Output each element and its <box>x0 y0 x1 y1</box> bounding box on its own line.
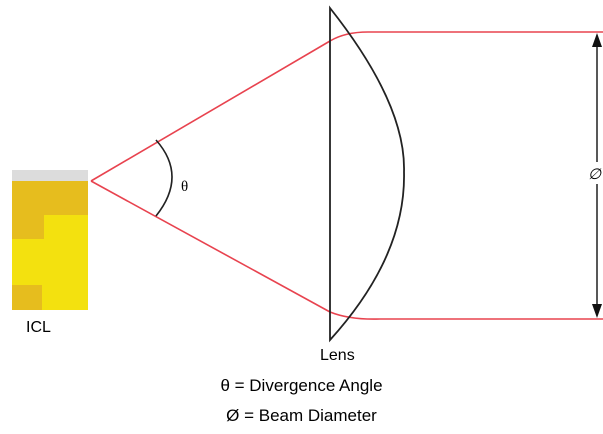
diameter-symbol-bg <box>586 162 603 184</box>
collimated-lower-ray <box>329 311 603 320</box>
collimated-upper-ray <box>329 31 603 42</box>
diverging-beam <box>90 40 331 313</box>
lens-label: Lens <box>320 347 355 364</box>
icl-shade-left <box>12 215 44 239</box>
collimated-beam <box>329 31 603 320</box>
beam-upper-ray <box>90 40 331 182</box>
icl-shade-bottom <box>12 285 42 310</box>
diameter-symbol: ∅ <box>588 167 602 183</box>
icl-label: ICL <box>26 319 51 336</box>
angle-symbol: θ <box>181 179 188 195</box>
diameter-arrowhead-top <box>592 33 602 47</box>
divergence-angle-arc <box>155 139 173 217</box>
legend-beam-diameter: Ø = Beam Diameter <box>226 406 377 425</box>
icl-shade-upper <box>12 181 88 215</box>
lens-shape <box>329 5 405 343</box>
icl-top-cap <box>12 170 88 181</box>
icl-source <box>12 170 88 310</box>
diameter-arrowhead-bottom <box>592 304 602 318</box>
beam-lower-ray <box>90 180 331 313</box>
legend-divergence-angle: θ = Divergence Angle <box>220 376 383 395</box>
